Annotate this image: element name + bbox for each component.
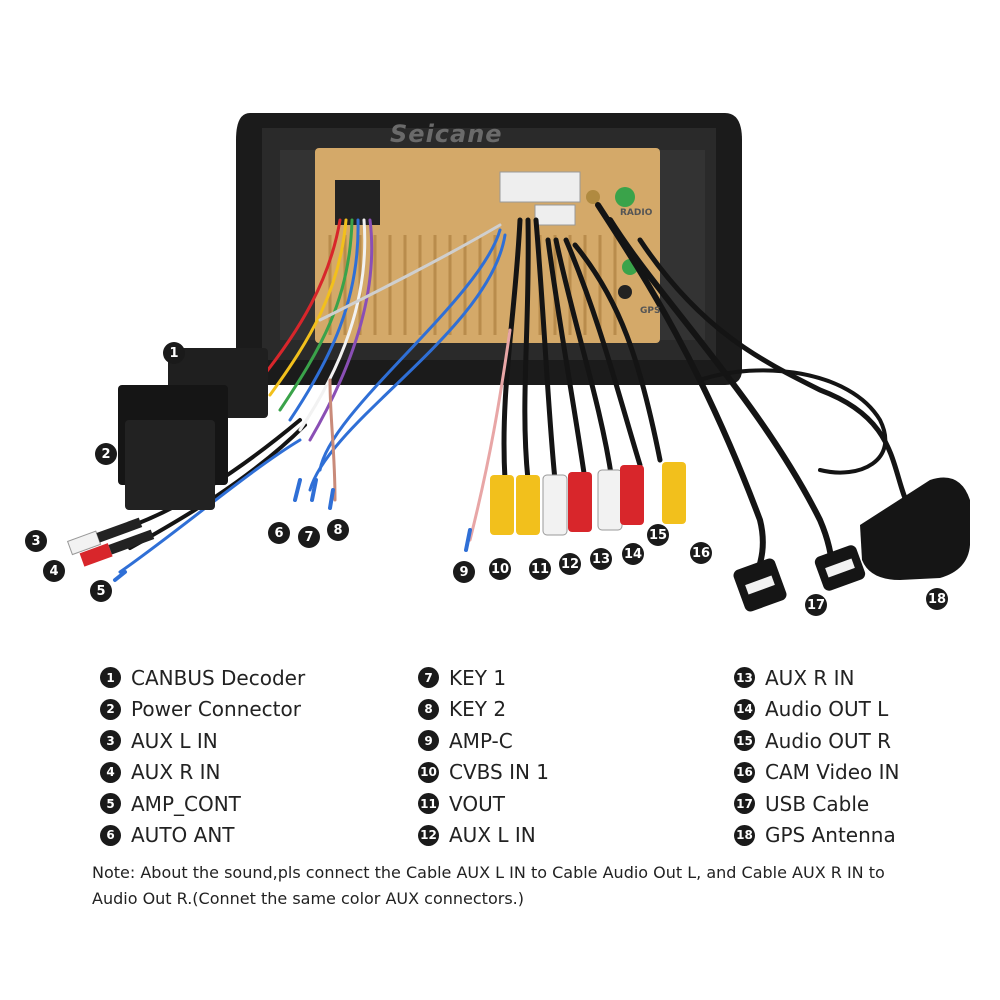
legend-label: USB Cable	[765, 791, 870, 816]
legend-number: 9	[418, 730, 439, 752]
legend-item: 15 Audio OUT R	[734, 725, 900, 757]
callout-18: 18	[926, 588, 948, 610]
legend-item: 18 GPS Antenna	[734, 820, 900, 852]
legend-number: 8	[418, 698, 439, 720]
legend-column-3: 13 AUX R IN 14 Audio OUT L 15 Audio OUT R 1…	[734, 662, 900, 851]
legend-number: 3	[100, 730, 121, 752]
gps-port-label: GPS	[640, 306, 661, 316]
legend-label: Audio OUT L	[765, 697, 889, 722]
legend-label: CANBUS Decoder	[131, 665, 306, 690]
legend-number: 14	[734, 698, 755, 720]
callout-8: 8	[327, 519, 349, 541]
legend-label: GPS Antenna	[765, 823, 896, 848]
legend-number: 2	[100, 698, 121, 720]
brand-watermark: Seicane	[390, 120, 503, 148]
legend-number: 13	[734, 667, 755, 689]
rca-plugs	[66, 462, 686, 567]
legend-item: 3 AUX L IN	[100, 725, 305, 757]
legend-item: 5 AMP_CONT	[100, 788, 305, 820]
legend-label: AUX R IN	[765, 665, 855, 690]
callout-15: 15	[647, 524, 669, 546]
wiring-note: Note: About the sound,pls connect the Ca…	[92, 863, 885, 908]
legend-item: 17 USB Cable	[734, 788, 900, 820]
legend-label: CVBS IN 1	[449, 760, 550, 785]
legend-label: AMP_CONT	[131, 791, 241, 816]
legend-number: 6	[100, 824, 121, 846]
legend-label: AUX L IN	[131, 728, 218, 753]
legend-item: 11 VOUT	[418, 788, 549, 820]
legend-label: AUTO ANT	[131, 823, 235, 848]
callout-3: 3	[25, 530, 47, 552]
wire-bundle	[118, 218, 512, 574]
legend-number: 5	[100, 793, 121, 815]
legend-label: VOUT	[449, 791, 505, 816]
rear-board	[315, 148, 660, 343]
legend-label: KEY 1	[449, 665, 507, 690]
gps-antenna	[860, 477, 970, 580]
callout-2: 2	[95, 443, 117, 465]
legend-number: 10	[418, 761, 439, 783]
legend-item: 1 CANBUS Decoder	[100, 662, 305, 694]
legend-item: 8 KEY 2	[418, 694, 549, 726]
legend-number: 7	[418, 667, 439, 689]
usb-connectors	[733, 545, 866, 612]
legend-item: 6 AUTO ANT	[100, 820, 305, 852]
legend-number: 4	[100, 761, 121, 783]
callout-7: 7	[298, 526, 320, 548]
legend-number: 17	[734, 793, 755, 815]
callout-10: 10	[489, 558, 511, 580]
callout-13: 13	[590, 548, 612, 570]
callout-9: 9	[453, 561, 475, 583]
legend-item: 4 AUX R IN	[100, 757, 305, 789]
legend-item: 7 KEY 1	[418, 662, 549, 694]
legend-label: Power Connector	[131, 697, 301, 722]
legend-item: 13 AUX R IN	[734, 662, 900, 694]
legend-number: 11	[418, 793, 439, 815]
callout-1: 1	[163, 342, 185, 364]
legend-label: AUX L IN	[449, 823, 536, 848]
callout-6: 6	[268, 522, 290, 544]
wiring-illustration	[66, 113, 970, 612]
legend-label: Audio OUT R	[765, 728, 892, 753]
callout-11: 11	[529, 558, 551, 580]
canbus-decoder-box	[118, 348, 268, 510]
legend-label: AMP-C	[449, 728, 513, 753]
legend-item: 14 Audio OUT L	[734, 694, 900, 726]
callout-17: 17	[805, 594, 827, 616]
callout-12: 12	[559, 553, 581, 575]
callout-5: 5	[90, 580, 112, 602]
head-unit-back	[236, 113, 742, 385]
legend-item: 2 Power Connector	[100, 694, 305, 726]
radio-port-label: RADIO	[620, 208, 653, 218]
legend-number: 15	[734, 730, 755, 752]
legend-number: 18	[734, 824, 755, 846]
legend-label: AUX R IN	[131, 760, 221, 785]
legend-item: 9 AMP-C	[418, 725, 549, 757]
legend-number: 1	[100, 667, 121, 689]
legend-label: KEY 2	[449, 697, 507, 722]
callout-14: 14	[622, 543, 644, 565]
legend-number: 12	[418, 824, 439, 846]
pin-ends	[113, 478, 472, 582]
legend-column-1: 1 CANBUS Decoder 2 Power Connector 3 AUX L …	[100, 662, 305, 851]
callout-16: 16	[690, 542, 712, 564]
legend-label: CAM Video IN	[765, 760, 900, 785]
callout-4: 4	[43, 560, 65, 582]
wiring-diagram: Seicane RADIO GPS 1 2 3 4 5 6 7 8 9 10 1…	[25, 113, 970, 616]
legend-number: 16	[734, 761, 755, 783]
legend-item: 10 CVBS IN 1	[418, 757, 549, 789]
legend-item: 12 AUX L IN	[418, 820, 549, 852]
legend-item: 16 CAM Video IN	[734, 757, 900, 789]
